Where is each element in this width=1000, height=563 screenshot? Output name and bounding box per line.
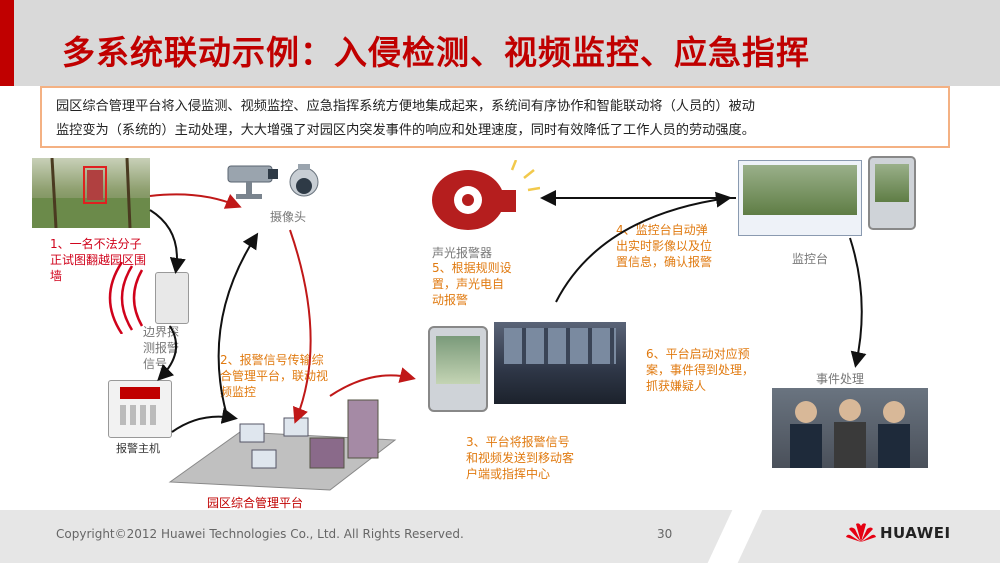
siren-device (430, 160, 540, 236)
arrow-detector-to-host (157, 325, 178, 381)
monitor-station-screen (738, 160, 862, 236)
step-3-text: 3、平台将报警信号 和视频发送到移动客 户端或指挥中心 (466, 434, 574, 482)
alarm-host-label: 报警主机 (116, 442, 160, 455)
siren-label: 声光报警器 (432, 246, 493, 260)
step-2-line-1: 2、报警信号传输综 (220, 353, 324, 367)
step-5-text: 5、根据规则设 置，声光电自 动报警 (432, 260, 512, 308)
step-4-text: 4、监控台自动弹 出实时影像以及位 置信息，确认报警 (616, 222, 712, 270)
step-3-line-1: 3、平台将报警信号 (466, 435, 570, 449)
camera-icon (227, 164, 319, 199)
arrow-intruder-to-detector (149, 209, 186, 274)
border-detector-label-1: 边界探 (143, 325, 180, 339)
monitor-station-label: 监控台 (792, 252, 829, 266)
incident-photo (772, 388, 928, 468)
signal-waves (96, 262, 156, 334)
brand-name: HUAWEI (880, 524, 951, 542)
monitor-pda-screen (875, 164, 909, 202)
alarm-host-device (108, 380, 172, 438)
step-6-line-2: 案，事件得到处理， (646, 363, 755, 377)
signal-waves-icon (108, 262, 144, 334)
step-4-line-1: 4、监控台自动弹 (616, 223, 708, 237)
arrow-platform-to-mobile (329, 367, 416, 397)
step-5-line-3: 动报警 (432, 293, 469, 307)
step-5-line-1: 5、根据规则设 (432, 261, 512, 275)
intro-box: 园区综合管理平台将入侵监测、视频监控、应急指挥系统方便地集成起来，系统间有序协作… (40, 86, 950, 148)
step-6-text: 6、平台启动对应预 案，事件得到处理， 抓获嫌疑人 (646, 346, 754, 394)
monitor-pda (868, 156, 916, 230)
title-bar (0, 0, 1000, 86)
intruder-scene-icon (32, 158, 150, 228)
platform-diagram (160, 392, 400, 492)
mobile-screen (436, 336, 480, 384)
step-2-line-3: 频监控 (220, 385, 257, 399)
alarm-host-keypad (120, 405, 160, 425)
step-2-text: 2、报警信号传输综 合管理平台，联动视 频监控 (220, 352, 328, 400)
step-1-line-3: 墙 (50, 269, 63, 283)
step-6-line-3: 抓获嫌疑人 (646, 379, 707, 393)
accent-stripe (0, 0, 14, 86)
camera-label: 摄像头 (270, 210, 307, 224)
arrow-camera-to-platform (289, 229, 312, 424)
alarm-host-display (120, 387, 160, 399)
arrow-intruder-to-camera (149, 193, 242, 209)
arrow-monitor-to-incident (849, 237, 867, 368)
arrow-platform-to-camera (217, 232, 259, 413)
intro-line-1: 园区综合管理平台将入侵监测、视频监控、应急指挥系统方便地集成起来，系统间有序协作… (56, 99, 755, 114)
step-2-line-2: 合管理平台，联动视 (220, 369, 329, 383)
intro-line-2: 监控变为（系统的）主动处理，大大增强了对园区内突发事件的响应和处理速度，同时有效… (56, 123, 755, 138)
monitor-video (743, 165, 857, 215)
people-icon (790, 399, 910, 468)
video-wall (504, 328, 616, 364)
step-3-line-2: 和视频发送到移动客 (466, 451, 575, 465)
step-4-line-3: 置信息，确认报警 (616, 255, 713, 269)
copyright-text: Copyright©2012 Huawei Technologies Co., … (56, 527, 464, 541)
step-1-line-1: 1、一名不法分子 (50, 237, 142, 251)
platform-label: 园区综合管理平台 (207, 496, 304, 510)
border-detector-label-2: 测报警 (143, 341, 180, 355)
arrow-host-to-platform (171, 408, 238, 433)
step-5-line-2: 置，声光电自 (432, 277, 505, 291)
huawei-logo-icon (846, 520, 876, 544)
border-detector (155, 272, 189, 324)
network-platform-icon (168, 399, 397, 491)
siren-icon (432, 160, 540, 230)
step-4-line-2: 出实时影像以及位 (616, 239, 713, 253)
command-center-photo (494, 322, 626, 404)
mobile-client (428, 326, 488, 412)
camera-devices (222, 160, 332, 210)
page-number: 30 (657, 527, 673, 541)
incident-label: 事件处理 (816, 372, 865, 386)
intruder-photo (32, 158, 150, 228)
slide-title: 多系统联动示例：入侵检测、视频监控、应急指挥 (62, 33, 810, 72)
arrow-center-to-monitor (555, 191, 732, 303)
step-6-line-1: 6、平台启动对应预 (646, 347, 750, 361)
footer-bar (0, 510, 1000, 563)
step-3-line-3: 户端或指挥中心 (466, 467, 551, 481)
